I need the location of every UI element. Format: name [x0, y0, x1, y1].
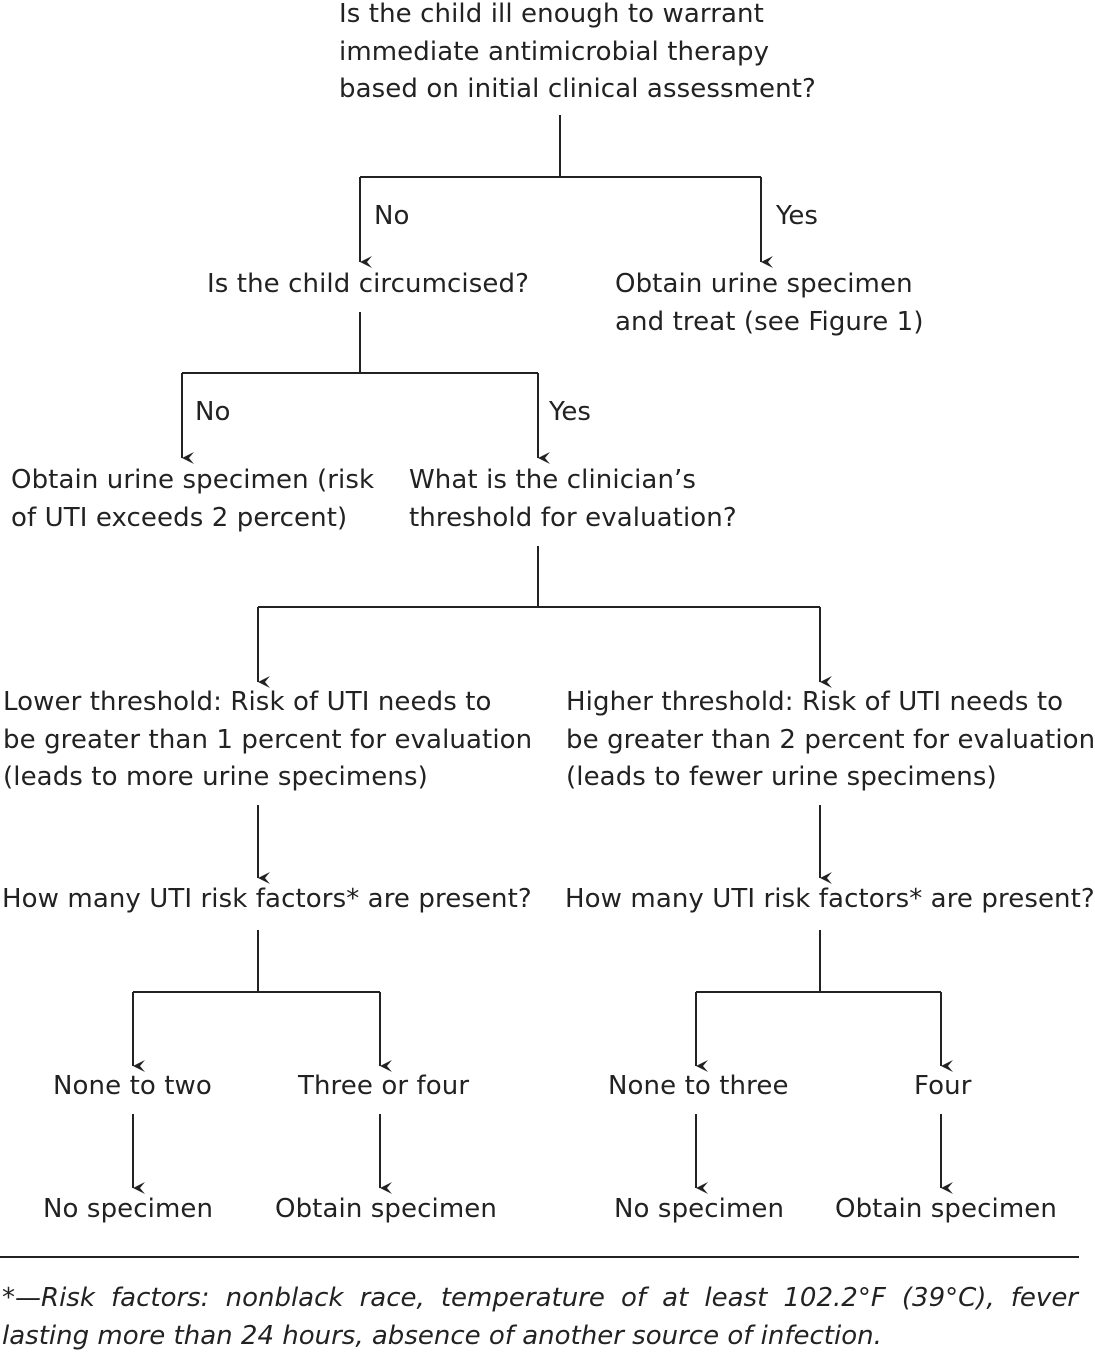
question-line: threshold for evaluation? [409, 502, 737, 533]
higher-threshold-text: Higher threshold: Risk of UTI needs to b… [566, 684, 1095, 797]
result-line: Obtain urine specimen [615, 269, 913, 299]
question-threshold: What is the clinician’s threshold for ev… [409, 462, 737, 537]
lower-threshold-text: Lower threshold: Risk of UTI needs to be… [3, 684, 532, 797]
result-line: and treat (see Figure 1) [615, 306, 924, 337]
footnote-risk-factors: *—Risk factors: nonblack race, temperatu… [2, 1283, 1078, 1351]
threshold-line: Lower threshold: Risk of UTI needs to [3, 687, 492, 717]
question-line: Is the child ill enough to warrant [339, 0, 764, 29]
higher-result-obtain-specimen: Obtain specimen [835, 1194, 1057, 1224]
footnote-divider [0, 1256, 1079, 1258]
threshold-line: (leads to fewer urine specimens) [566, 762, 997, 792]
question-ill-enough: Is the child ill enough to warrant immed… [339, 0, 816, 109]
lower-risk-question: How many UTI risk factors* are present? [2, 884, 532, 914]
result-uncircumcised: Obtain urine specimen (risk of UTI excee… [11, 462, 374, 537]
higher-result-no-specimen: No specimen [614, 1194, 785, 1224]
lower-option-three-or-four: Three or four [298, 1071, 470, 1101]
question-line: based on initial clinical assessment? [339, 74, 816, 104]
branch-label-no: No [195, 397, 231, 427]
result-obtain-and-treat: Obtain urine specimen and treat (see Fig… [615, 266, 924, 341]
lower-result-no-specimen: No specimen [43, 1194, 214, 1224]
question-line: immediate antimicrobial therapy [339, 36, 770, 67]
higher-option-four: Four [914, 1071, 972, 1101]
higher-option-none-to-three: None to three [608, 1071, 789, 1101]
result-line: of UTI exceeds 2 percent) [11, 502, 348, 533]
result-line: Obtain urine specimen (risk [11, 465, 375, 495]
higher-risk-question: How many UTI risk factors* are present? [565, 884, 1095, 914]
question-line: What is the clinician’s [409, 465, 697, 495]
threshold-line: (leads to more urine specimens) [3, 762, 428, 792]
threshold-line: be greater than 1 percent for evaluation [3, 724, 533, 755]
lower-result-obtain-specimen: Obtain specimen [275, 1194, 497, 1224]
branch-label-yes: Yes [549, 397, 591, 427]
lower-option-none-to-two: None to two [53, 1071, 212, 1101]
threshold-line: Higher threshold: Risk of UTI needs to [566, 687, 1064, 717]
branch-label-no: No [374, 201, 410, 231]
threshold-line: be greater than 2 percent for evaluation [566, 724, 1095, 755]
branch-label-yes: Yes [776, 201, 818, 231]
question-circumcised: Is the child circumcised? [207, 269, 530, 299]
